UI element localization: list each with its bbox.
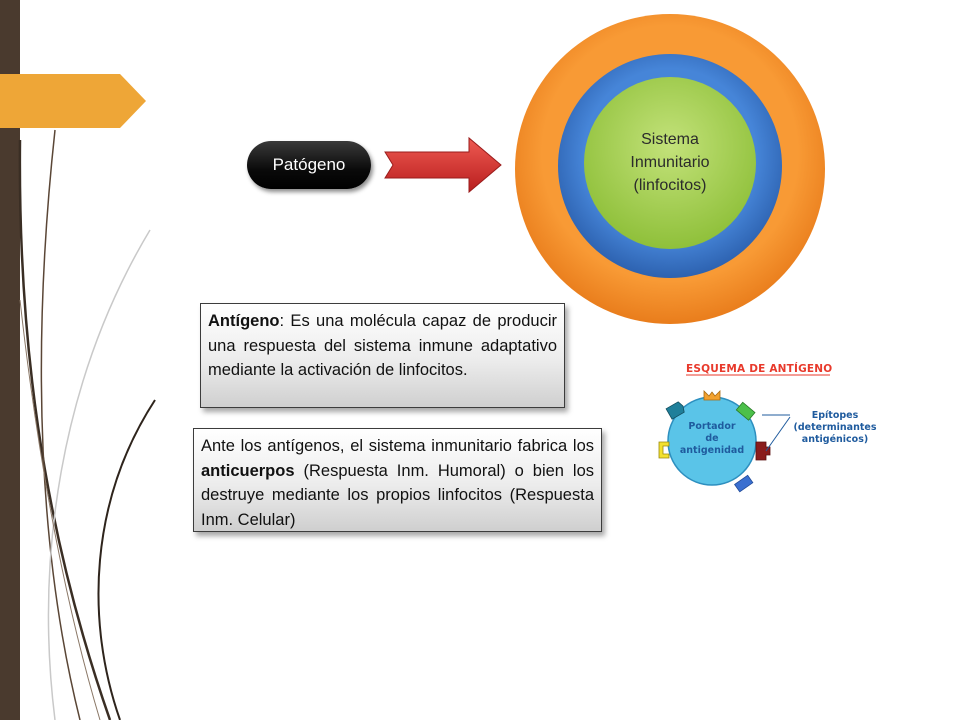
circle-label-line: Inmunitario [630, 154, 710, 171]
carrier-label-line: de [705, 433, 719, 444]
epitope-dark-red [755, 441, 771, 461]
epitope-label-line: Epítopes [811, 410, 859, 421]
epitope-top [703, 390, 721, 401]
carrier-label-line: antigenidad [679, 445, 745, 456]
circle-label-line: Sistema [641, 131, 699, 148]
arrow-right-icon [384, 136, 502, 194]
response-text-start: Ante los antígenos, el sistema inmunitar… [201, 437, 594, 455]
epitope-blue [734, 474, 754, 493]
schema-title: ESQUEMA DE ANTÍGENO [686, 363, 833, 375]
pathogen-pill: Patógeno [247, 141, 371, 189]
pathogen-label: Patógeno [272, 155, 346, 174]
epitope-label-line: (determinantes [793, 422, 877, 433]
inner-circle [584, 77, 756, 249]
epitope-pointer-line-2 [765, 416, 791, 452]
antigen-schema-diagram [658, 374, 830, 493]
orange-tab-shape [0, 74, 146, 128]
antigen-term: Antígeno [208, 312, 280, 330]
antigen-definition: : Es una molécula capaz de producir una … [208, 312, 557, 379]
antibodies-term: anticuerpos [201, 461, 295, 480]
epitope-teal [665, 401, 685, 420]
epitope-green [735, 401, 756, 421]
epitope-label-line: antigénicos) [801, 434, 869, 445]
epitope-label: Epítopes (determinantes antigénicos) [790, 410, 880, 446]
response-text-end: (Respuesta Inm. Humoral) o bien los dest… [201, 461, 594, 529]
immune-response-box: Ante los antígenos, el sistema inmunitar… [193, 428, 602, 532]
immune-system-circles [515, 14, 825, 324]
left-sidebar-bar [0, 0, 20, 720]
carrier-label-line: Portador [688, 421, 736, 432]
immune-system-label: Sistema Inmunitario (linfocitos) [590, 128, 750, 197]
antigen-definition-box: Antígeno: Es una molécula capaz de produ… [200, 303, 565, 408]
carrier-label: Portador de antigenidad [672, 421, 752, 457]
epitope-yellow [658, 441, 670, 459]
circle-label-line: (linfocitos) [633, 177, 707, 194]
